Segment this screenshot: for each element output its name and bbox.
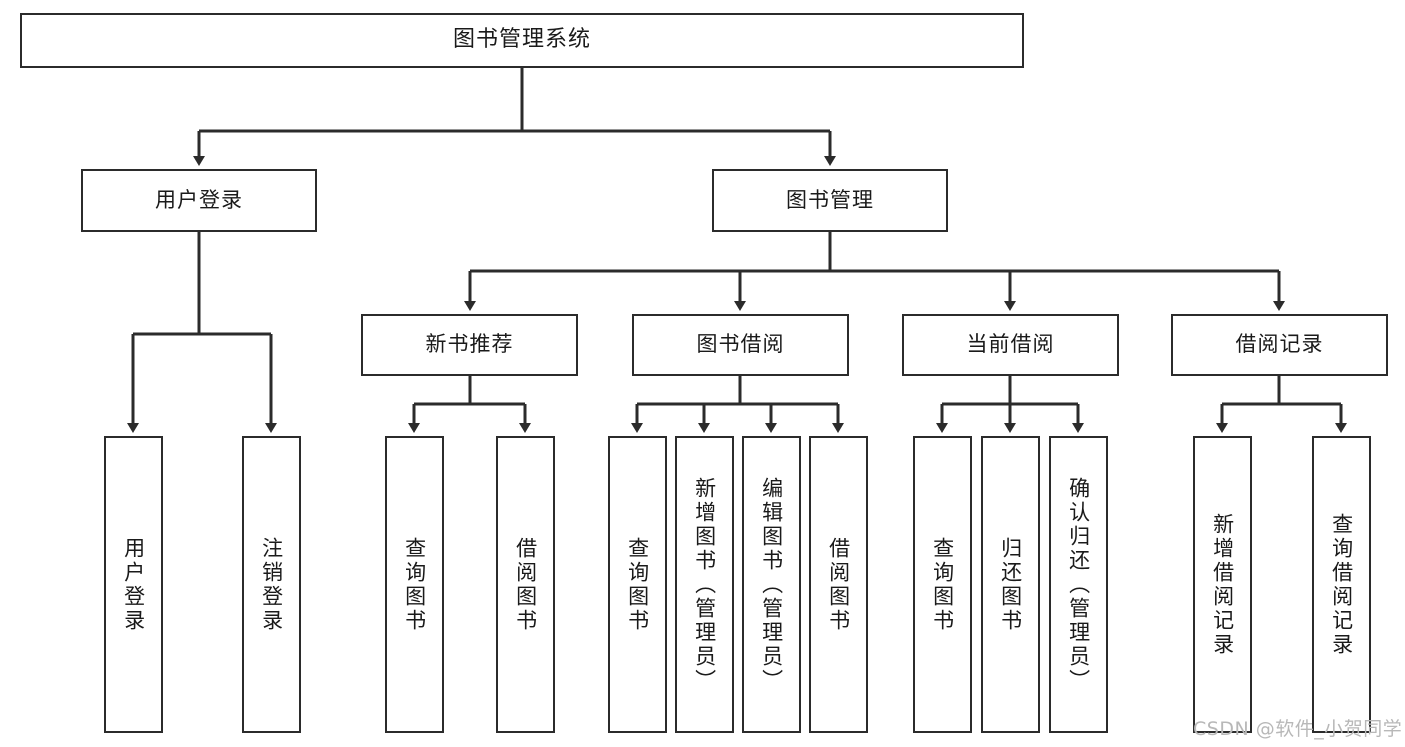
node-book-borrow[interactable]: 图书借阅 [632, 314, 849, 376]
node-new-book-recommend[interactable]: 新书推荐 [361, 314, 578, 376]
leaf-confirm-return-admin[interactable]: 确认归还（管理员） [1049, 436, 1108, 733]
leaf-query-book-recommend[interactable]: 查询图书 [385, 436, 444, 733]
leaf-borrow-book-borrow[interactable]: 借阅图书 [809, 436, 868, 733]
leaf-query-book-borrow[interactable]: 查询图书 [608, 436, 667, 733]
leaf-logout-login[interactable]: 注销登录 [242, 436, 301, 733]
node-current-borrow[interactable]: 当前借阅 [902, 314, 1119, 376]
node-root-system[interactable]: 图书管理系统 [20, 13, 1024, 68]
leaf-edit-book-admin[interactable]: 编辑图书（管理员） [742, 436, 801, 733]
leaf-user-login[interactable]: 用户登录 [104, 436, 163, 733]
leaf-add-borrow-record[interactable]: 新增借阅记录 [1193, 436, 1252, 733]
node-book-management[interactable]: 图书管理 [712, 169, 948, 232]
leaf-query-book-current[interactable]: 查询图书 [913, 436, 972, 733]
leaf-query-borrow-record[interactable]: 查询借阅记录 [1312, 436, 1371, 733]
node-borrow-record[interactable]: 借阅记录 [1171, 314, 1388, 376]
csdn-watermark: CSDN @软件_小贺同学 [1193, 718, 1403, 740]
node-user-login[interactable]: 用户登录 [81, 169, 317, 232]
leaf-borrow-book-recommend[interactable]: 借阅图书 [496, 436, 555, 733]
leaf-add-book-admin[interactable]: 新增图书（管理员） [675, 436, 734, 733]
leaf-return-book[interactable]: 归还图书 [981, 436, 1040, 733]
